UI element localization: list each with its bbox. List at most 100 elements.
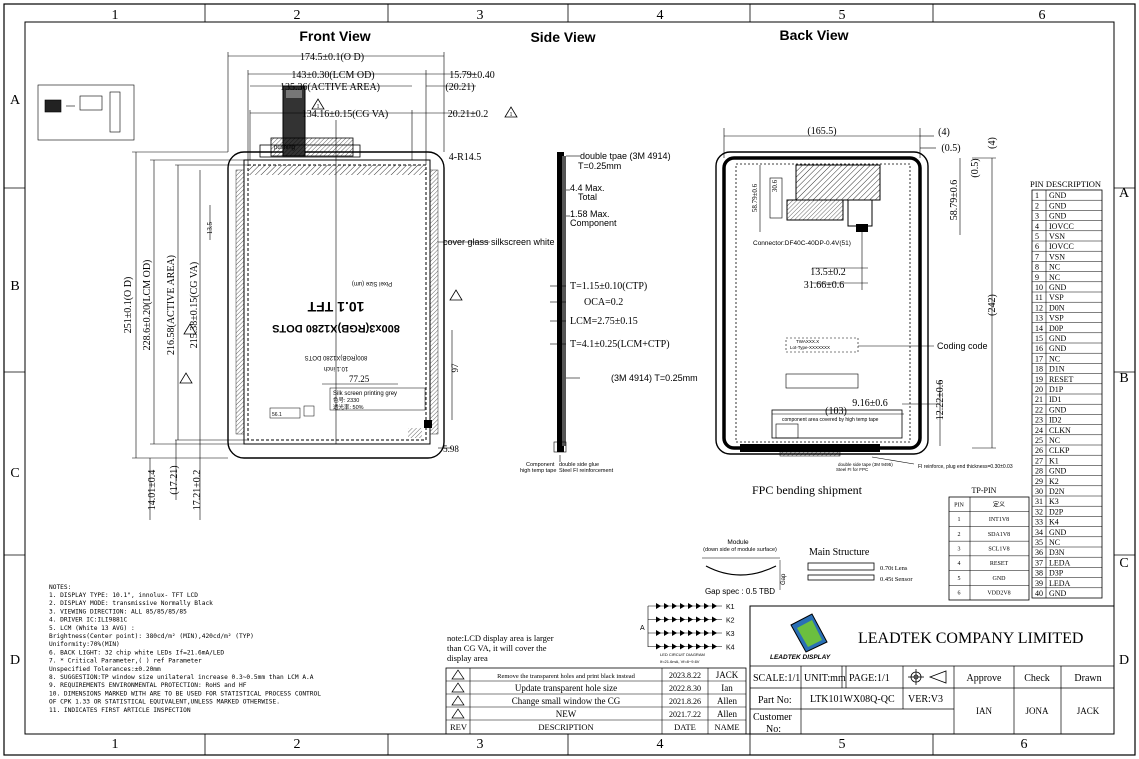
led-diode bbox=[656, 630, 661, 636]
led-diode bbox=[664, 616, 669, 623]
back-d1222: 12.22±0.6 bbox=[935, 380, 946, 421]
pin-number: 6 bbox=[1035, 242, 1039, 251]
led-diode bbox=[712, 630, 717, 636]
tp-pin-number: 1 bbox=[958, 517, 961, 523]
row-label: D bbox=[10, 653, 20, 668]
pin-description: D2P bbox=[1049, 507, 1064, 516]
side-max-total-1: 4.4 Max. bbox=[570, 183, 605, 193]
pin-number: 33 bbox=[1035, 518, 1043, 527]
led-diode bbox=[680, 603, 685, 609]
side-tape-bottom: (3M 4914) T=0.25mm bbox=[611, 373, 698, 383]
side-bottom-note-3: double side glue bbox=[559, 462, 599, 468]
pin-number: 17 bbox=[1035, 354, 1043, 363]
pin-number: 35 bbox=[1035, 538, 1043, 547]
pin-number: 36 bbox=[1035, 548, 1043, 557]
front-tiny: 56.1 bbox=[272, 412, 282, 418]
grid-labels: 1 2 3 4 5 6 1 2 3 4 5 6 A B C D A B C D bbox=[10, 8, 1130, 752]
note-line: 4. DRIVER IC:ILI9881C bbox=[49, 617, 128, 624]
back-code-1: TWAXXX.X bbox=[796, 339, 819, 344]
pin-description: GND bbox=[1049, 212, 1067, 221]
pin-number: 22 bbox=[1035, 405, 1043, 414]
led-diode bbox=[656, 643, 661, 650]
back-h242: (242) bbox=[987, 294, 998, 316]
rev-header: REV bbox=[450, 722, 468, 732]
rev-description: Remove the transparent holes and print b… bbox=[497, 673, 635, 680]
note-line: 2. DISPLAY MODE: transmissive Normally B… bbox=[49, 600, 213, 607]
pin-description: NC bbox=[1049, 354, 1060, 363]
side-max-total-2: Total bbox=[578, 192, 597, 202]
tp-pin-number: 3 bbox=[958, 547, 961, 553]
approve: Approve bbox=[967, 673, 1003, 684]
dim-h-od: 251±0.1(O D) bbox=[123, 277, 134, 334]
outer-frame bbox=[3, 3, 1136, 756]
ver: VER:V3 bbox=[908, 694, 943, 705]
company-name: LEADTEK COMPANY LIMITED bbox=[858, 630, 1083, 647]
pin-description: D0N bbox=[1049, 303, 1065, 312]
pin-number: 11 bbox=[1035, 293, 1043, 302]
note-line: 10. DIMENSIONS MARKED WITH ARE TO BE USE… bbox=[49, 690, 321, 697]
scale: SCALE:1/1 bbox=[753, 673, 800, 684]
rev-header: DATE bbox=[674, 722, 696, 732]
note-line: 1. DISPLAY TYPE: 10.1", innolux- TFT LCD bbox=[49, 592, 198, 599]
pin-description: D2N bbox=[1049, 487, 1065, 496]
pin-description: K1 bbox=[1049, 456, 1059, 465]
col-label: 4 bbox=[657, 8, 664, 23]
led-diode bbox=[712, 603, 717, 609]
pin-table-header: PIN DESCRIPTION bbox=[1030, 179, 1101, 189]
note-line: Unspecified Tolerances:±0.20mm bbox=[49, 666, 161, 673]
front-dim-77: 77.25 bbox=[349, 374, 370, 384]
tp-pin-def: INT1V8 bbox=[989, 517, 1009, 523]
pin-number: 40 bbox=[1035, 589, 1043, 598]
back-code-2: Lot-Type-XXXXXXX bbox=[790, 345, 830, 350]
dim-h-active: 216.58(ACTIVE AREA) bbox=[166, 255, 177, 355]
pin-description: NC bbox=[1049, 538, 1060, 547]
note-line: 6. BACK LIGHT: 32 chip white LEDs If=21.… bbox=[49, 649, 224, 656]
back-fpc-note: FPC bending shipment bbox=[752, 483, 863, 497]
back-view-title: Back View bbox=[779, 27, 848, 43]
pin-number: 34 bbox=[1035, 528, 1043, 537]
pin-description: VSP bbox=[1049, 314, 1064, 323]
front-label-small-1: 10.1 inch bbox=[324, 365, 348, 371]
front-pushing-label: pushing bbox=[274, 145, 295, 151]
front-view-title: Front View bbox=[299, 28, 370, 44]
customer-no: No: bbox=[766, 724, 781, 735]
pin-description: D3N bbox=[1049, 548, 1065, 557]
note-line: 8. SUGGESTION:TP window size unilateral … bbox=[49, 674, 314, 681]
pin-description: NC bbox=[1049, 273, 1060, 282]
led-diode bbox=[688, 603, 693, 609]
pin-number: 29 bbox=[1035, 477, 1043, 486]
back-coding: Coding code bbox=[937, 341, 988, 351]
side-lcm: LCM=2.75±0.15 bbox=[570, 316, 638, 327]
front-hatch-band bbox=[248, 165, 426, 175]
pin-number: 18 bbox=[1035, 365, 1043, 374]
pin-number: 37 bbox=[1035, 558, 1043, 567]
back-d103: (103) bbox=[825, 406, 847, 417]
pin-number: 24 bbox=[1035, 426, 1043, 435]
back-d4b: (4) bbox=[987, 137, 998, 149]
back-d916: 9.16±0.6 bbox=[852, 398, 888, 409]
pin-description: VSN bbox=[1049, 232, 1065, 241]
led-diode bbox=[704, 616, 709, 623]
led-diode bbox=[704, 603, 709, 609]
led-diode bbox=[696, 616, 701, 623]
pin-description: NC bbox=[1049, 263, 1060, 272]
led-diode bbox=[664, 643, 669, 650]
svg-text:display area: display area bbox=[447, 653, 488, 663]
pin-description: LEDA bbox=[1049, 579, 1071, 588]
dim-bottom-3: 17.21±0.2 bbox=[192, 470, 203, 511]
led-diode bbox=[696, 643, 701, 650]
pin-number: 38 bbox=[1035, 569, 1043, 578]
back-fpc-block bbox=[795, 164, 881, 201]
pin-number: 21 bbox=[1035, 395, 1043, 404]
dim-lcm-od: 143±0.30(LCM OD) bbox=[291, 70, 374, 81]
part-no: LTK101WX08Q-QC bbox=[810, 694, 895, 705]
back-v306: 30.6 bbox=[771, 179, 779, 192]
col-label: 2 bbox=[294, 8, 301, 23]
pin-number: 9 bbox=[1035, 273, 1039, 282]
pin-description: ID2 bbox=[1049, 416, 1061, 425]
row-label: C bbox=[10, 466, 19, 481]
led-caption-2: If=21.6mA, Vf=8~9.6V bbox=[660, 659, 700, 664]
front-silk-1: Silk screen printing grey bbox=[333, 391, 397, 397]
